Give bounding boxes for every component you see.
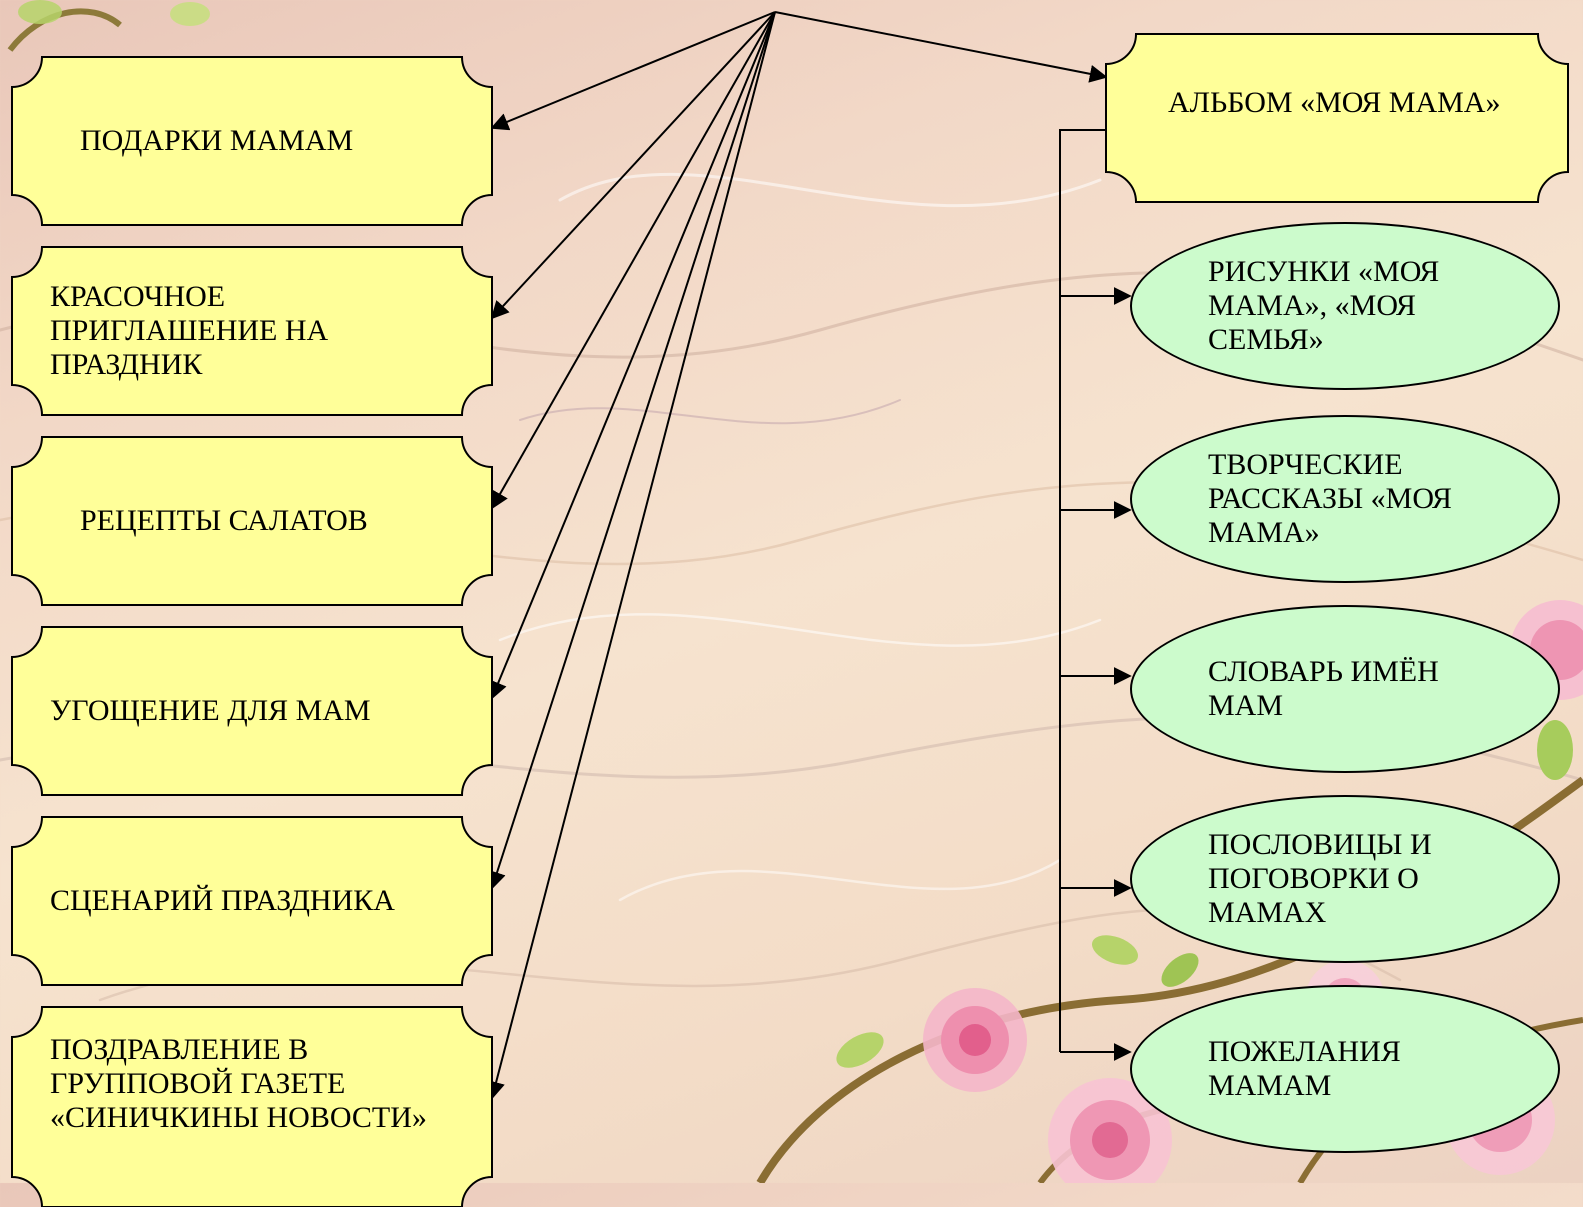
oval-label: СЛОВАРЬ ИМЁН МАМ [1208, 655, 1439, 722]
box-album: АЛЬБОМ «МОЯ МАМА» [1105, 33, 1569, 203]
box-label: КРАСОЧНОЕ ПРИГЛАШЕНИЕ НА ПРАЗДНИК [50, 280, 329, 381]
oval-label: РИСУНКИ «МОЯ МАМА», «МОЯ СЕМЬЯ» [1208, 255, 1440, 356]
box-invitation: КРАСОЧНОЕ ПРИГЛАШЕНИЕ НА ПРАЗДНИК [11, 246, 493, 416]
box-label: РЕЦЕПТЫ САЛАТОВ [80, 504, 368, 537]
box-scenario: СЦЕНАРИЙ ПРАЗДНИКА [11, 816, 493, 986]
oval-label: ПОЖЕЛАНИЯ МАМАМ [1208, 1035, 1401, 1102]
oval-drawings: РИСУНКИ «МОЯ МАМА», «МОЯ СЕМЬЯ» [1130, 222, 1560, 390]
box-label: ПОЗДРАВЛЕНИЕ В ГРУППОВОЙ ГАЗЕТЕ «СИНИЧКИ… [50, 1033, 427, 1134]
box-newspaper: ПОЗДРАВЛЕНИЕ В ГРУППОВОЙ ГАЗЕТЕ «СИНИЧКИ… [11, 1006, 493, 1207]
oval-label: ПОСЛОВИЦЫ И ПОГОВОРКИ О МАМАХ [1208, 828, 1432, 929]
box-label: ПОДАРКИ МАМАМ [80, 124, 354, 157]
oval-wishes: ПОЖЕЛАНИЯ МАМАМ [1130, 985, 1560, 1153]
box-gifts: ПОДАРКИ МАМАМ [11, 56, 493, 226]
box-salads: РЕЦЕПТЫ САЛАТОВ [11, 436, 493, 606]
oval-names: СЛОВАРЬ ИМЁН МАМ [1130, 605, 1560, 773]
oval-proverbs: ПОСЛОВИЦЫ И ПОГОВОРКИ О МАМАХ [1130, 795, 1560, 963]
box-label: АЛЬБОМ «МОЯ МАМА» [1168, 86, 1501, 119]
oval-stories: ТВОРЧЕСКИЕ РАССКАЗЫ «МОЯ МАМА» [1130, 415, 1560, 583]
vine-decoration-icon [7, 0, 210, 52]
box-label: УГОЩЕНИЕ ДЛЯ МАМ [50, 694, 371, 727]
box-label: СЦЕНАРИЙ ПРАЗДНИКА [50, 884, 395, 917]
box-treats: УГОЩЕНИЕ ДЛЯ МАМ [11, 626, 493, 796]
oval-label: ТВОРЧЕСКИЕ РАССКАЗЫ «МОЯ МАМА» [1208, 448, 1452, 549]
